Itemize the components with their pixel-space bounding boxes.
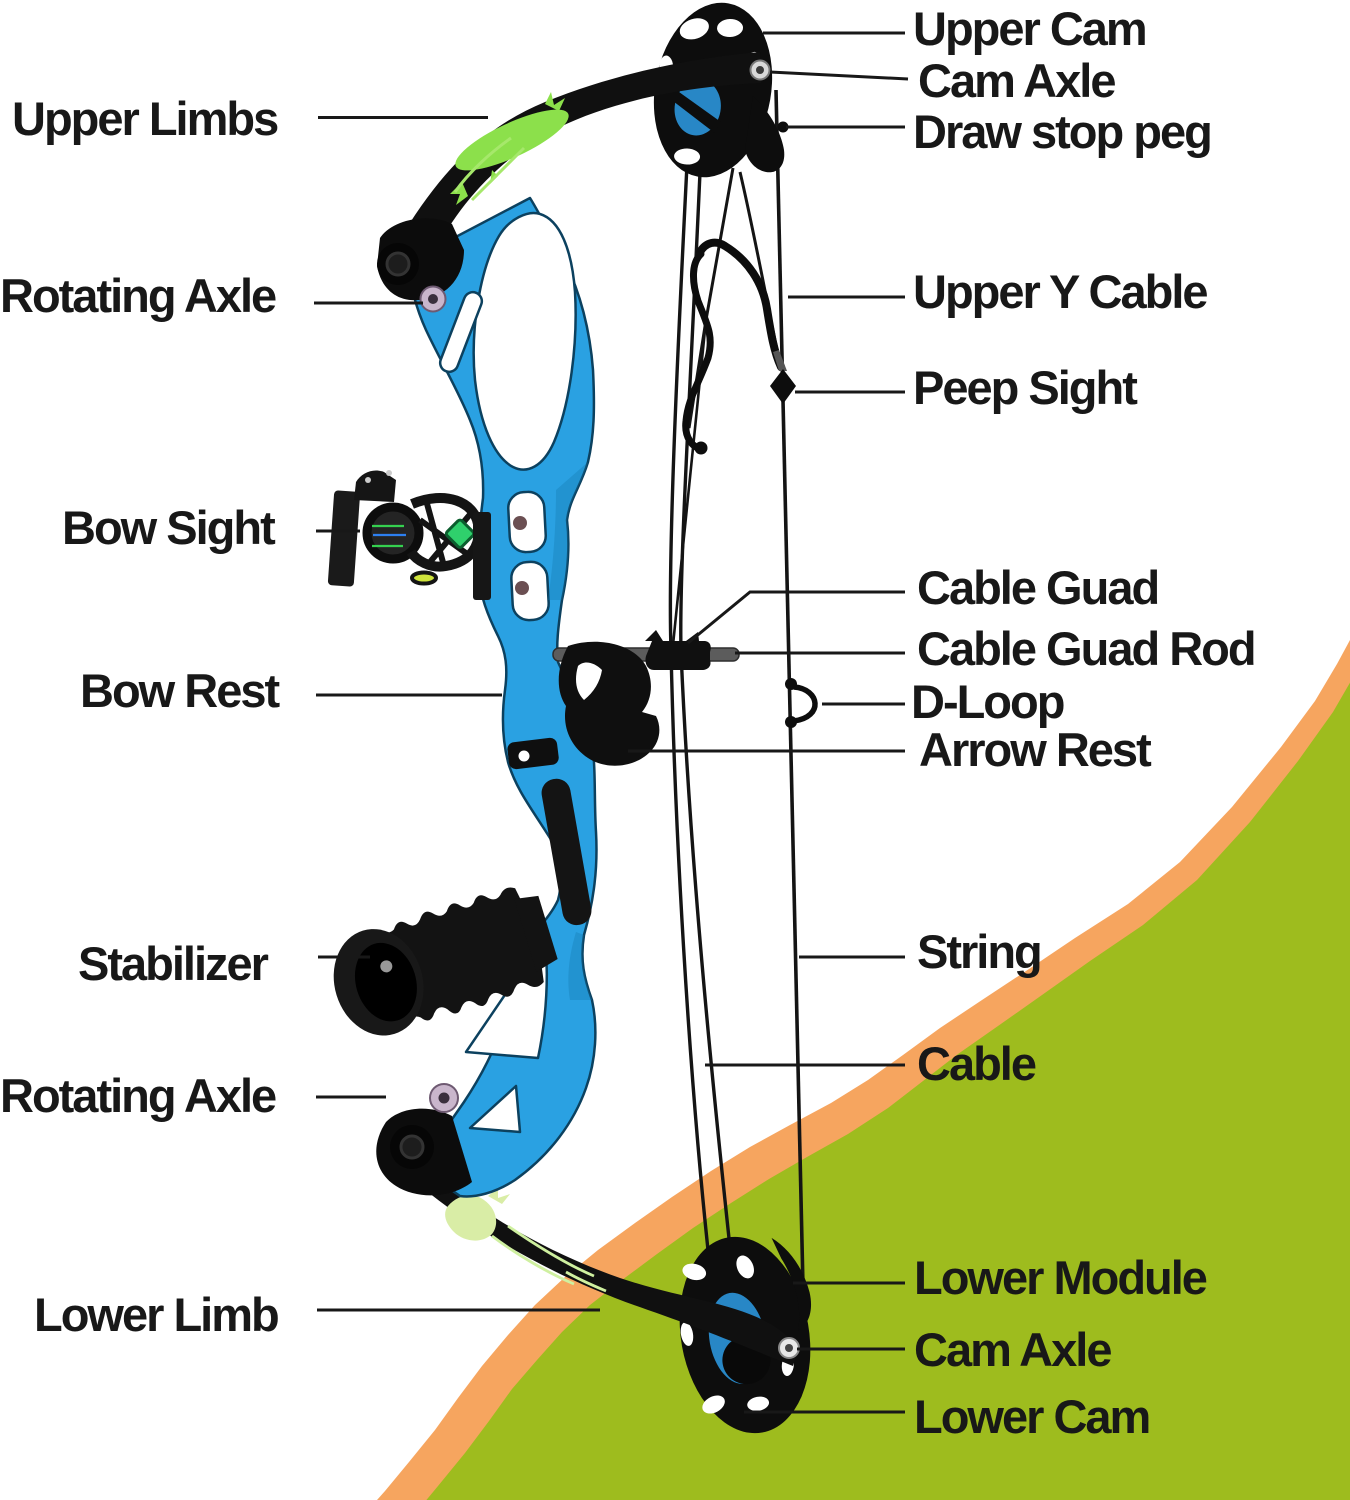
svg-text:String: String [917, 925, 1041, 978]
svg-text:Upper Limbs: Upper Limbs [12, 92, 278, 145]
svg-text:Peep Sight: Peep Sight [913, 361, 1138, 414]
svg-text:Draw stop peg: Draw stop peg [913, 105, 1211, 158]
svg-text:Rotating Axle: Rotating Axle [0, 269, 276, 322]
svg-text:Arrow Rest: Arrow Rest [919, 723, 1152, 776]
svg-text:Bow Rest: Bow Rest [80, 664, 280, 717]
svg-text:Upper Cam: Upper Cam [913, 2, 1146, 55]
svg-text:Lower Limb: Lower Limb [34, 1288, 278, 1341]
svg-text:Cable Guad Rod: Cable Guad Rod [917, 622, 1255, 675]
svg-text:Lower Cam: Lower Cam [914, 1390, 1149, 1443]
svg-text:Rotating Axle: Rotating Axle [0, 1069, 276, 1122]
svg-text:Cable Guad: Cable Guad [917, 561, 1158, 614]
svg-text:Cable: Cable [917, 1037, 1036, 1090]
svg-text:Stabilizer: Stabilizer [78, 937, 269, 990]
svg-text:Upper Y Cable: Upper Y Cable [913, 265, 1207, 318]
svg-text:D-Loop: D-Loop [911, 675, 1064, 728]
svg-text:Lower Module: Lower Module [914, 1251, 1207, 1304]
svg-text:Cam Axle: Cam Axle [918, 54, 1115, 107]
svg-text:Bow Sight: Bow Sight [62, 501, 276, 554]
svg-text:Cam Axle: Cam Axle [914, 1323, 1111, 1376]
